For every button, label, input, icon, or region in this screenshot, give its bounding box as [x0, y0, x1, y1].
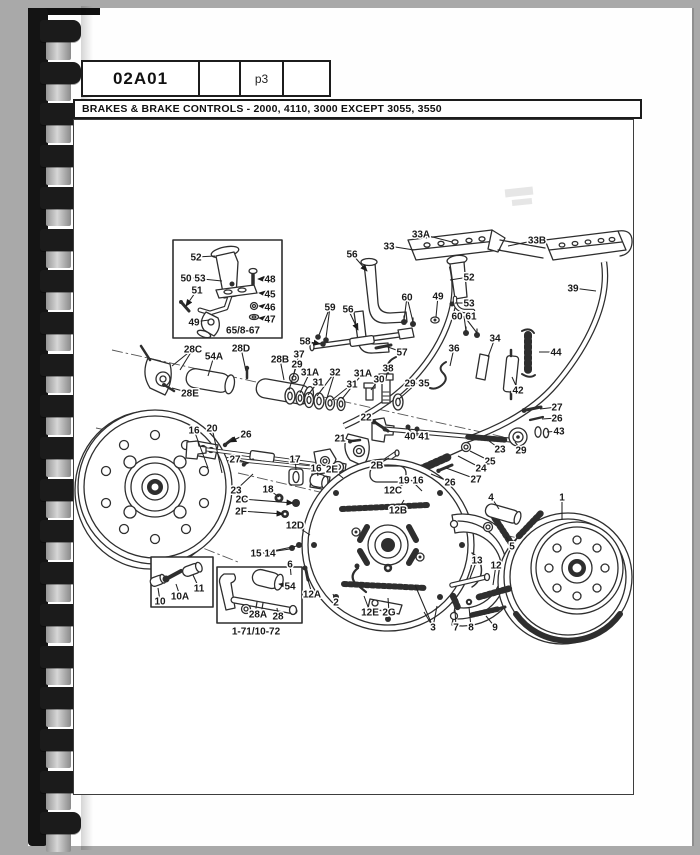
binding-tooth: [40, 145, 81, 168]
binding-tooth: [40, 645, 81, 668]
binding-ring: [46, 40, 71, 60]
binding-ring: [46, 415, 71, 435]
binding-spine: [28, 8, 48, 846]
header-blank-cell-1: [200, 62, 241, 95]
binding-tooth: [40, 20, 81, 42]
header-blank-cell-2: [284, 62, 329, 95]
binding-tooth: [40, 770, 81, 793]
diagram-frame: [73, 119, 634, 795]
binding-ring: [46, 249, 71, 268]
binding-tooth: [40, 687, 81, 710]
binding-tooth: [40, 270, 81, 293]
binding-ring: [46, 457, 71, 477]
binding-ring: [46, 207, 71, 227]
binding-ring: [46, 707, 71, 727]
binding-tooth: [40, 562, 81, 585]
binding-ring: [46, 165, 71, 185]
binding-tooth: [40, 728, 81, 751]
binding-tooth: [40, 103, 81, 126]
binding-ring: [46, 624, 71, 644]
header-row: 02A01 p3: [81, 60, 331, 97]
binding-tooth: [40, 603, 81, 626]
page-number-cell: p3: [241, 62, 284, 95]
binding-tooth: [40, 186, 81, 209]
section-title-bar: BRAKES & BRAKE CONTROLS - 2000, 4110, 30…: [73, 99, 642, 119]
binding-ring: [46, 540, 71, 560]
binding-ring: [46, 666, 71, 685]
binding-tooth: [40, 228, 81, 251]
binding-tooth: [40, 478, 81, 501]
binding-tooth: [40, 311, 81, 334]
binding-tooth: [40, 520, 81, 543]
binding-ring: [46, 582, 71, 602]
binding-ring: [46, 290, 71, 310]
doc-code-cell: 02A01: [83, 62, 200, 95]
page-top-edge: [28, 8, 100, 15]
binding-ring: [46, 82, 71, 102]
binding-ring: [46, 749, 71, 769]
binding-tooth: [40, 353, 81, 376]
binding-tooth: [40, 812, 81, 835]
binding-ring: [46, 332, 71, 352]
binding-tooth: [40, 395, 81, 418]
binding-ring: [46, 374, 71, 394]
binding-tooth: [40, 437, 81, 459]
binding-ring: [46, 123, 71, 143]
binding-tooth: [40, 61, 81, 84]
binding-ring: [46, 499, 71, 519]
binding-ring: [46, 832, 71, 852]
binding-ring: [46, 791, 71, 811]
